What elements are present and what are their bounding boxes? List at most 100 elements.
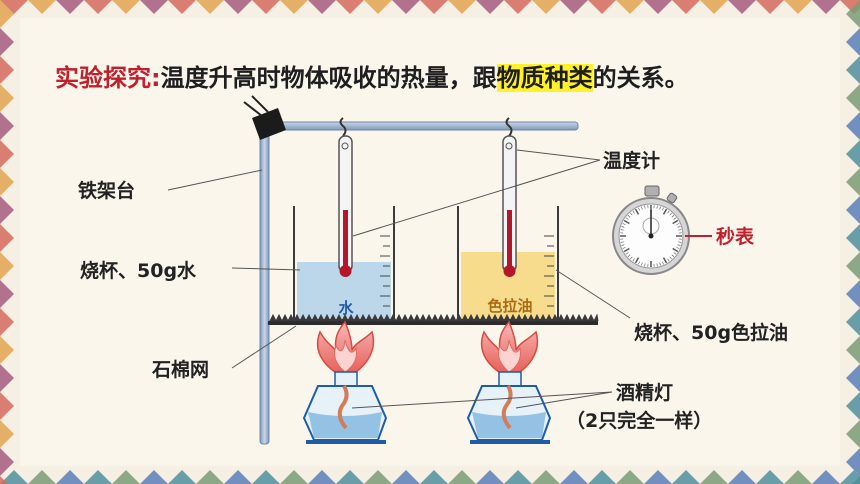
border-ornament bbox=[84, 0, 112, 14]
thermometer-oil bbox=[502, 135, 517, 277]
gauze-label: 石棉网 bbox=[152, 359, 210, 381]
border-ornament bbox=[448, 470, 476, 484]
border-ornament bbox=[0, 392, 14, 420]
stopwatch-tick bbox=[659, 206, 661, 210]
border-ornament bbox=[846, 308, 860, 336]
border-ornament bbox=[504, 470, 532, 484]
flame-right bbox=[480, 320, 539, 379]
border-ornament bbox=[168, 0, 196, 14]
stopwatch-tick bbox=[677, 244, 681, 246]
stopwatch-tick bbox=[676, 223, 680, 225]
stopwatch-tick bbox=[632, 258, 635, 262]
iron-stand bbox=[243, 95, 579, 445]
stopwatch-tick bbox=[622, 223, 626, 225]
border-ornament bbox=[846, 56, 860, 84]
border-ornament bbox=[588, 470, 616, 484]
border-ornament bbox=[84, 470, 112, 484]
stopwatch-tick bbox=[673, 217, 677, 220]
border-ornament bbox=[476, 470, 504, 484]
stopwatch-tick bbox=[625, 217, 629, 220]
border-ornament bbox=[0, 280, 14, 308]
border-ornament bbox=[224, 0, 252, 14]
border-ornament bbox=[846, 336, 860, 364]
stopwatch-tick bbox=[667, 210, 670, 214]
stopwatch-tick bbox=[634, 257, 640, 264]
border-ornament bbox=[846, 0, 860, 28]
border-ornament bbox=[0, 448, 14, 476]
border-ornament bbox=[28, 470, 56, 484]
stopwatch-tick bbox=[630, 212, 633, 216]
alcohol-lamp-right bbox=[466, 371, 552, 444]
water-label: 水 bbox=[338, 299, 354, 317]
border-ornament bbox=[0, 476, 8, 484]
border-ornament bbox=[846, 196, 860, 224]
border-ornament bbox=[846, 84, 860, 112]
stopwatch-tick bbox=[621, 226, 625, 228]
stopwatch-tick bbox=[662, 257, 668, 264]
border-ornament bbox=[0, 84, 14, 112]
border-ornament bbox=[0, 140, 14, 168]
content-panel bbox=[20, 18, 840, 466]
stopwatch-tick bbox=[627, 215, 631, 218]
border-ornament bbox=[532, 0, 560, 14]
stopwatch-tick bbox=[620, 229, 624, 231]
border-ornament bbox=[728, 470, 756, 484]
border-ornament bbox=[392, 470, 420, 484]
stopwatch-tick bbox=[641, 262, 643, 266]
stand-label: 铁架台 bbox=[78, 180, 136, 202]
border-ornament bbox=[0, 168, 14, 196]
border-ornament bbox=[0, 308, 14, 336]
thermometer-water bbox=[338, 135, 353, 277]
stopwatch-tick bbox=[622, 247, 626, 249]
stopwatch-tick bbox=[667, 258, 670, 262]
hook-water bbox=[339, 117, 347, 137]
border-ornament bbox=[728, 0, 756, 14]
lamp-label: 酒精灯 bbox=[616, 382, 674, 404]
stopwatch-tick bbox=[656, 263, 658, 267]
border-ornament bbox=[476, 0, 504, 14]
title-part1: 温度升高时物体吸收的热量，跟 bbox=[160, 64, 497, 92]
border-ornament bbox=[252, 0, 280, 14]
stopwatch-tick bbox=[672, 219, 679, 225]
border-ornament bbox=[560, 470, 588, 484]
border-ornament bbox=[196, 470, 224, 484]
border-ornament bbox=[56, 470, 84, 484]
asbestos-gauze bbox=[268, 313, 599, 325]
border-ornament bbox=[784, 470, 812, 484]
stopwatch-tick bbox=[621, 244, 625, 246]
border-ornament bbox=[420, 0, 448, 14]
border-ornament bbox=[846, 364, 860, 392]
border-ornament bbox=[672, 470, 700, 484]
border-ornament bbox=[812, 470, 840, 484]
border-ornament bbox=[28, 0, 56, 14]
border-ornament bbox=[846, 168, 860, 196]
stopwatch-tick bbox=[662, 261, 664, 265]
stopwatch-tick bbox=[630, 256, 633, 260]
border-ornament bbox=[756, 470, 784, 484]
stopwatch-tick bbox=[678, 241, 682, 243]
border-ornament bbox=[532, 470, 560, 484]
stopwatch-tick bbox=[662, 207, 664, 211]
border-ornament bbox=[112, 470, 140, 484]
border-ornament bbox=[224, 470, 252, 484]
border-ornament bbox=[846, 448, 860, 476]
border-ornament bbox=[308, 0, 336, 14]
border-ornament bbox=[560, 0, 588, 14]
stopwatch-tick bbox=[673, 252, 677, 255]
border-ornament bbox=[196, 0, 224, 14]
border-ornament bbox=[364, 470, 392, 484]
border-ornament bbox=[392, 0, 420, 14]
stopwatch-tick bbox=[627, 254, 631, 257]
border-ornament bbox=[784, 0, 812, 14]
stopwatch-tick bbox=[656, 205, 658, 209]
border-ornament bbox=[336, 0, 364, 14]
stopwatch-tick bbox=[676, 247, 680, 249]
flame-left bbox=[316, 320, 375, 379]
border-ornament bbox=[0, 0, 14, 28]
stopwatch-tick bbox=[669, 256, 672, 260]
border-ornament bbox=[0, 420, 14, 448]
border-ornament bbox=[420, 470, 448, 484]
stopwatch-tick bbox=[644, 263, 646, 267]
